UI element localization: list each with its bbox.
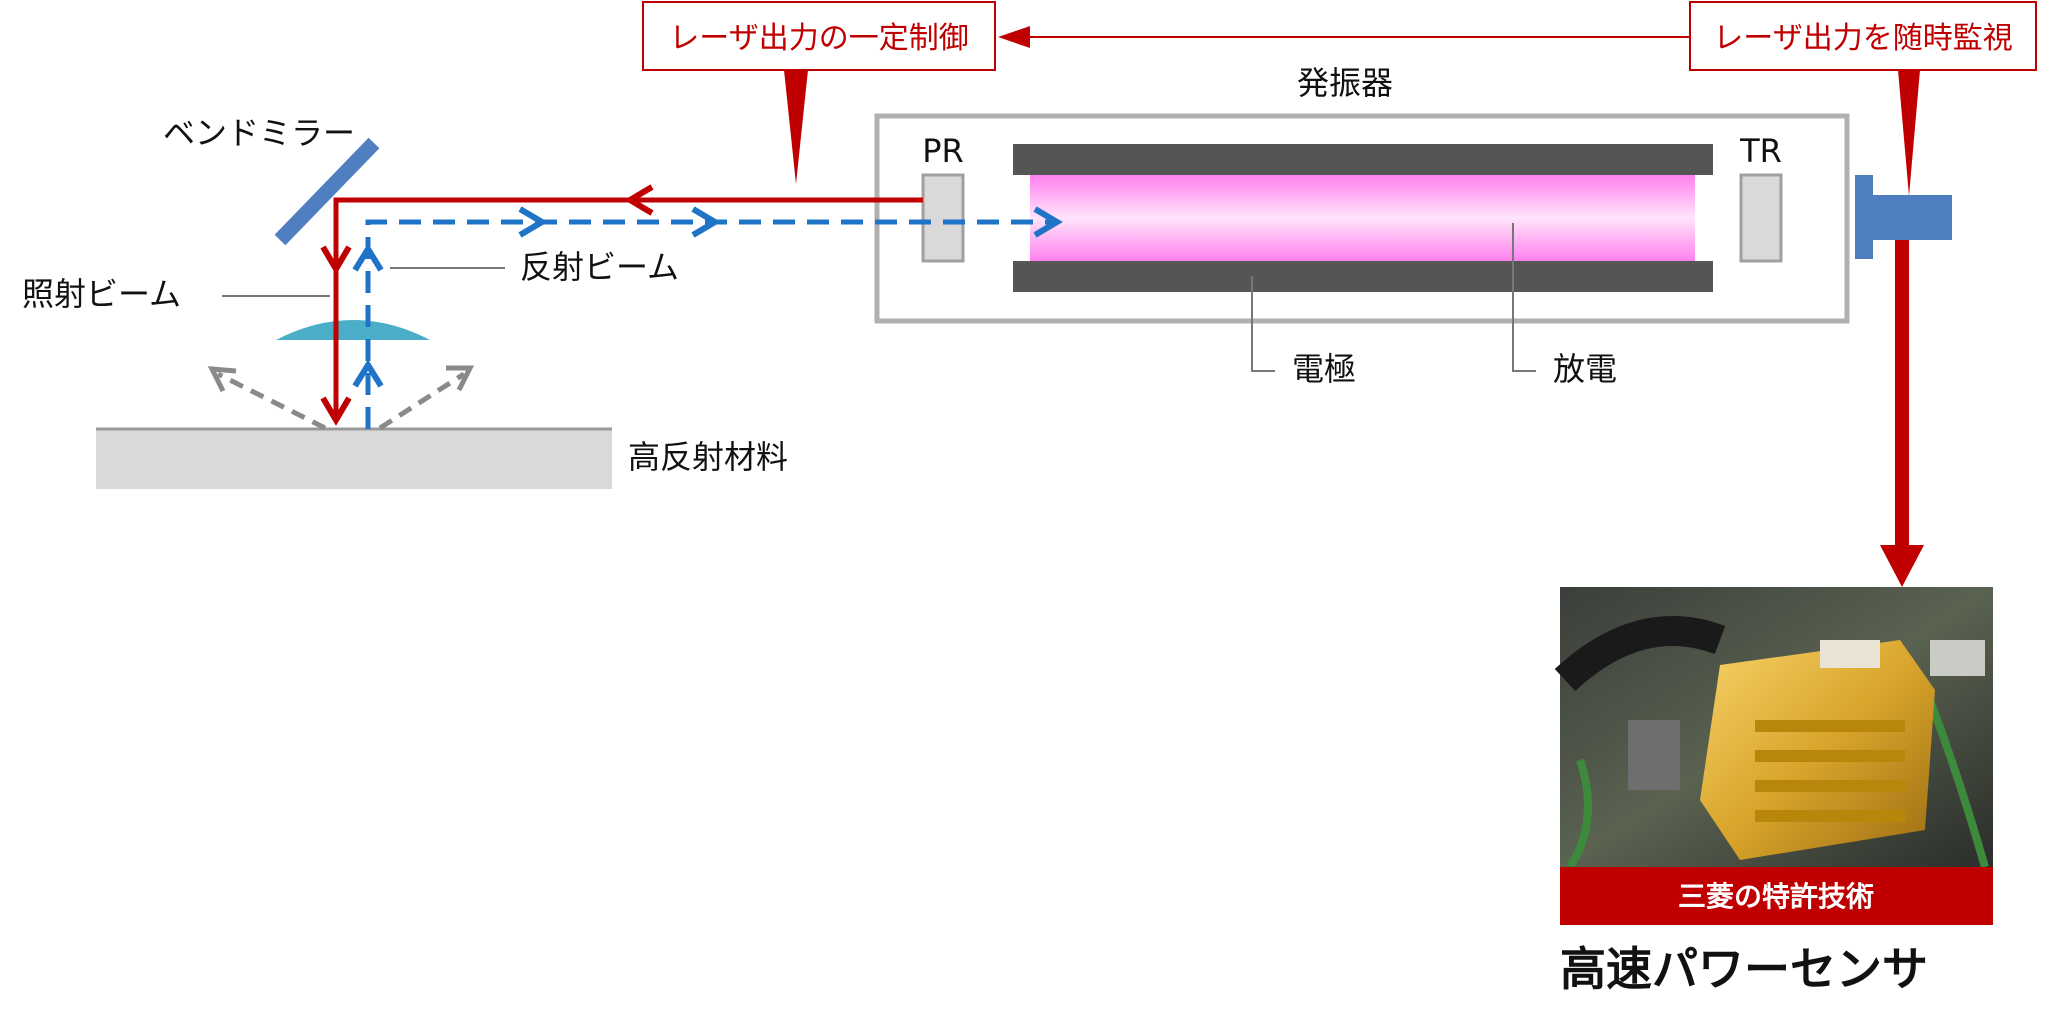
sensor-mount-plate [1855,175,1873,259]
electrode-leader-line [1251,276,1275,372]
callout-control-box [642,1,996,71]
processing-head: 高反射材料 ベンドミラー 照射ビーム [22,114,1063,489]
focus-lens [276,320,430,340]
callout-monitor-box [1689,1,2037,71]
feedback-arrowhead [998,26,1030,48]
pr-mirror [921,173,965,263]
discharge-region [1030,175,1695,261]
sensor-photo-gold-fin-1 [1755,720,1905,732]
callout-control-pointer [784,70,808,184]
irradiation-arrowhead-left [624,184,654,216]
sensor-photo-gold-fin-4 [1755,810,1905,822]
sensor-photo-gold-fin-3 [1755,780,1905,792]
irradiation-arrowhead-down-1 [320,245,352,275]
callout-control: レーザ出力の一定制御 [642,1,996,184]
callout-monitor-text: レーザ出力を随時監視 [1713,21,2012,56]
discharge-label: 放電 [1553,350,1617,388]
pr-label: PR [922,132,964,170]
sensor-banner: 三菱の特許技術 [1560,867,1993,925]
scatter-beam-left [216,371,327,431]
reflected-beam [352,206,1063,429]
oscillator-label: 発振器 [1297,64,1393,102]
discharge-leader-line [1512,223,1536,372]
sensor-photo-gold-fin-2 [1755,750,1905,762]
reflected-beam-label: 反射ビーム [520,248,679,286]
sensor-photo-top-cap [1820,640,1880,668]
scatter-beams [216,371,466,431]
material-block [96,429,612,489]
sensor-photo-bracket [1628,720,1680,790]
callout-monitor-pointer [1898,70,1920,196]
reflected-arrowhead-right-1 [518,206,548,238]
scatter-arrowhead-left [207,366,237,393]
sensor-photo-hose-right [1926,698,1989,869]
scatter-beam-right [378,371,466,431]
material-label: 高反射材料 [628,438,788,476]
sensor-caption: 高速パワーセンサ [1560,942,1928,996]
oscillator: 発振器 PR TR 電極 放電 [874,64,1850,388]
scatter-arrowhead-right [446,365,475,392]
electrode-bottom [1013,261,1713,292]
sensor-photo [1554,587,1993,870]
output-beam-shaft [1895,240,1909,545]
electrode-top [1013,144,1713,175]
irradiation-arrowhead-down-2 [320,396,352,426]
reflected-arrowhead-up-2 [352,243,384,272]
bend-mirror-label: ベンドミラー [163,114,355,152]
bend-mirror [274,137,380,246]
callout-monitor: レーザ出力を随時監視 [1689,1,2037,196]
irradiation-beam-line [333,197,923,420]
sensor-mount-block [1873,195,1952,240]
sensor-mount [1855,175,1952,259]
scatter-arrowheads [207,365,475,393]
tr-mirror [1739,173,1783,263]
reflected-arrowhead-up-1 [352,359,384,388]
electrode-label: 電極 [1292,350,1356,388]
sensor-banner-bar [1560,867,1993,925]
irradiation-beam-label: 照射ビーム [22,275,181,313]
sensor-banner-text: 三菱の特許技術 [1678,880,1874,913]
tr-label: TR [1739,132,1782,170]
sensor-photo-hose-left [1566,758,1592,870]
sensor-photo-fitting [1930,640,1985,676]
irradiation-beam [320,184,923,426]
output-beam-arrowhead [1880,545,1924,587]
reflected-arrowhead-right-3 [1033,206,1063,238]
callout-control-text: レーザ出力の一定制御 [669,21,968,56]
feedback-arrow [998,26,1690,48]
oscillator-housing [874,113,1850,324]
sensor-photo-pipe-ring [1554,616,1726,692]
output-beam [1880,240,1924,587]
reflected-arrowhead-right-2 [691,206,721,238]
